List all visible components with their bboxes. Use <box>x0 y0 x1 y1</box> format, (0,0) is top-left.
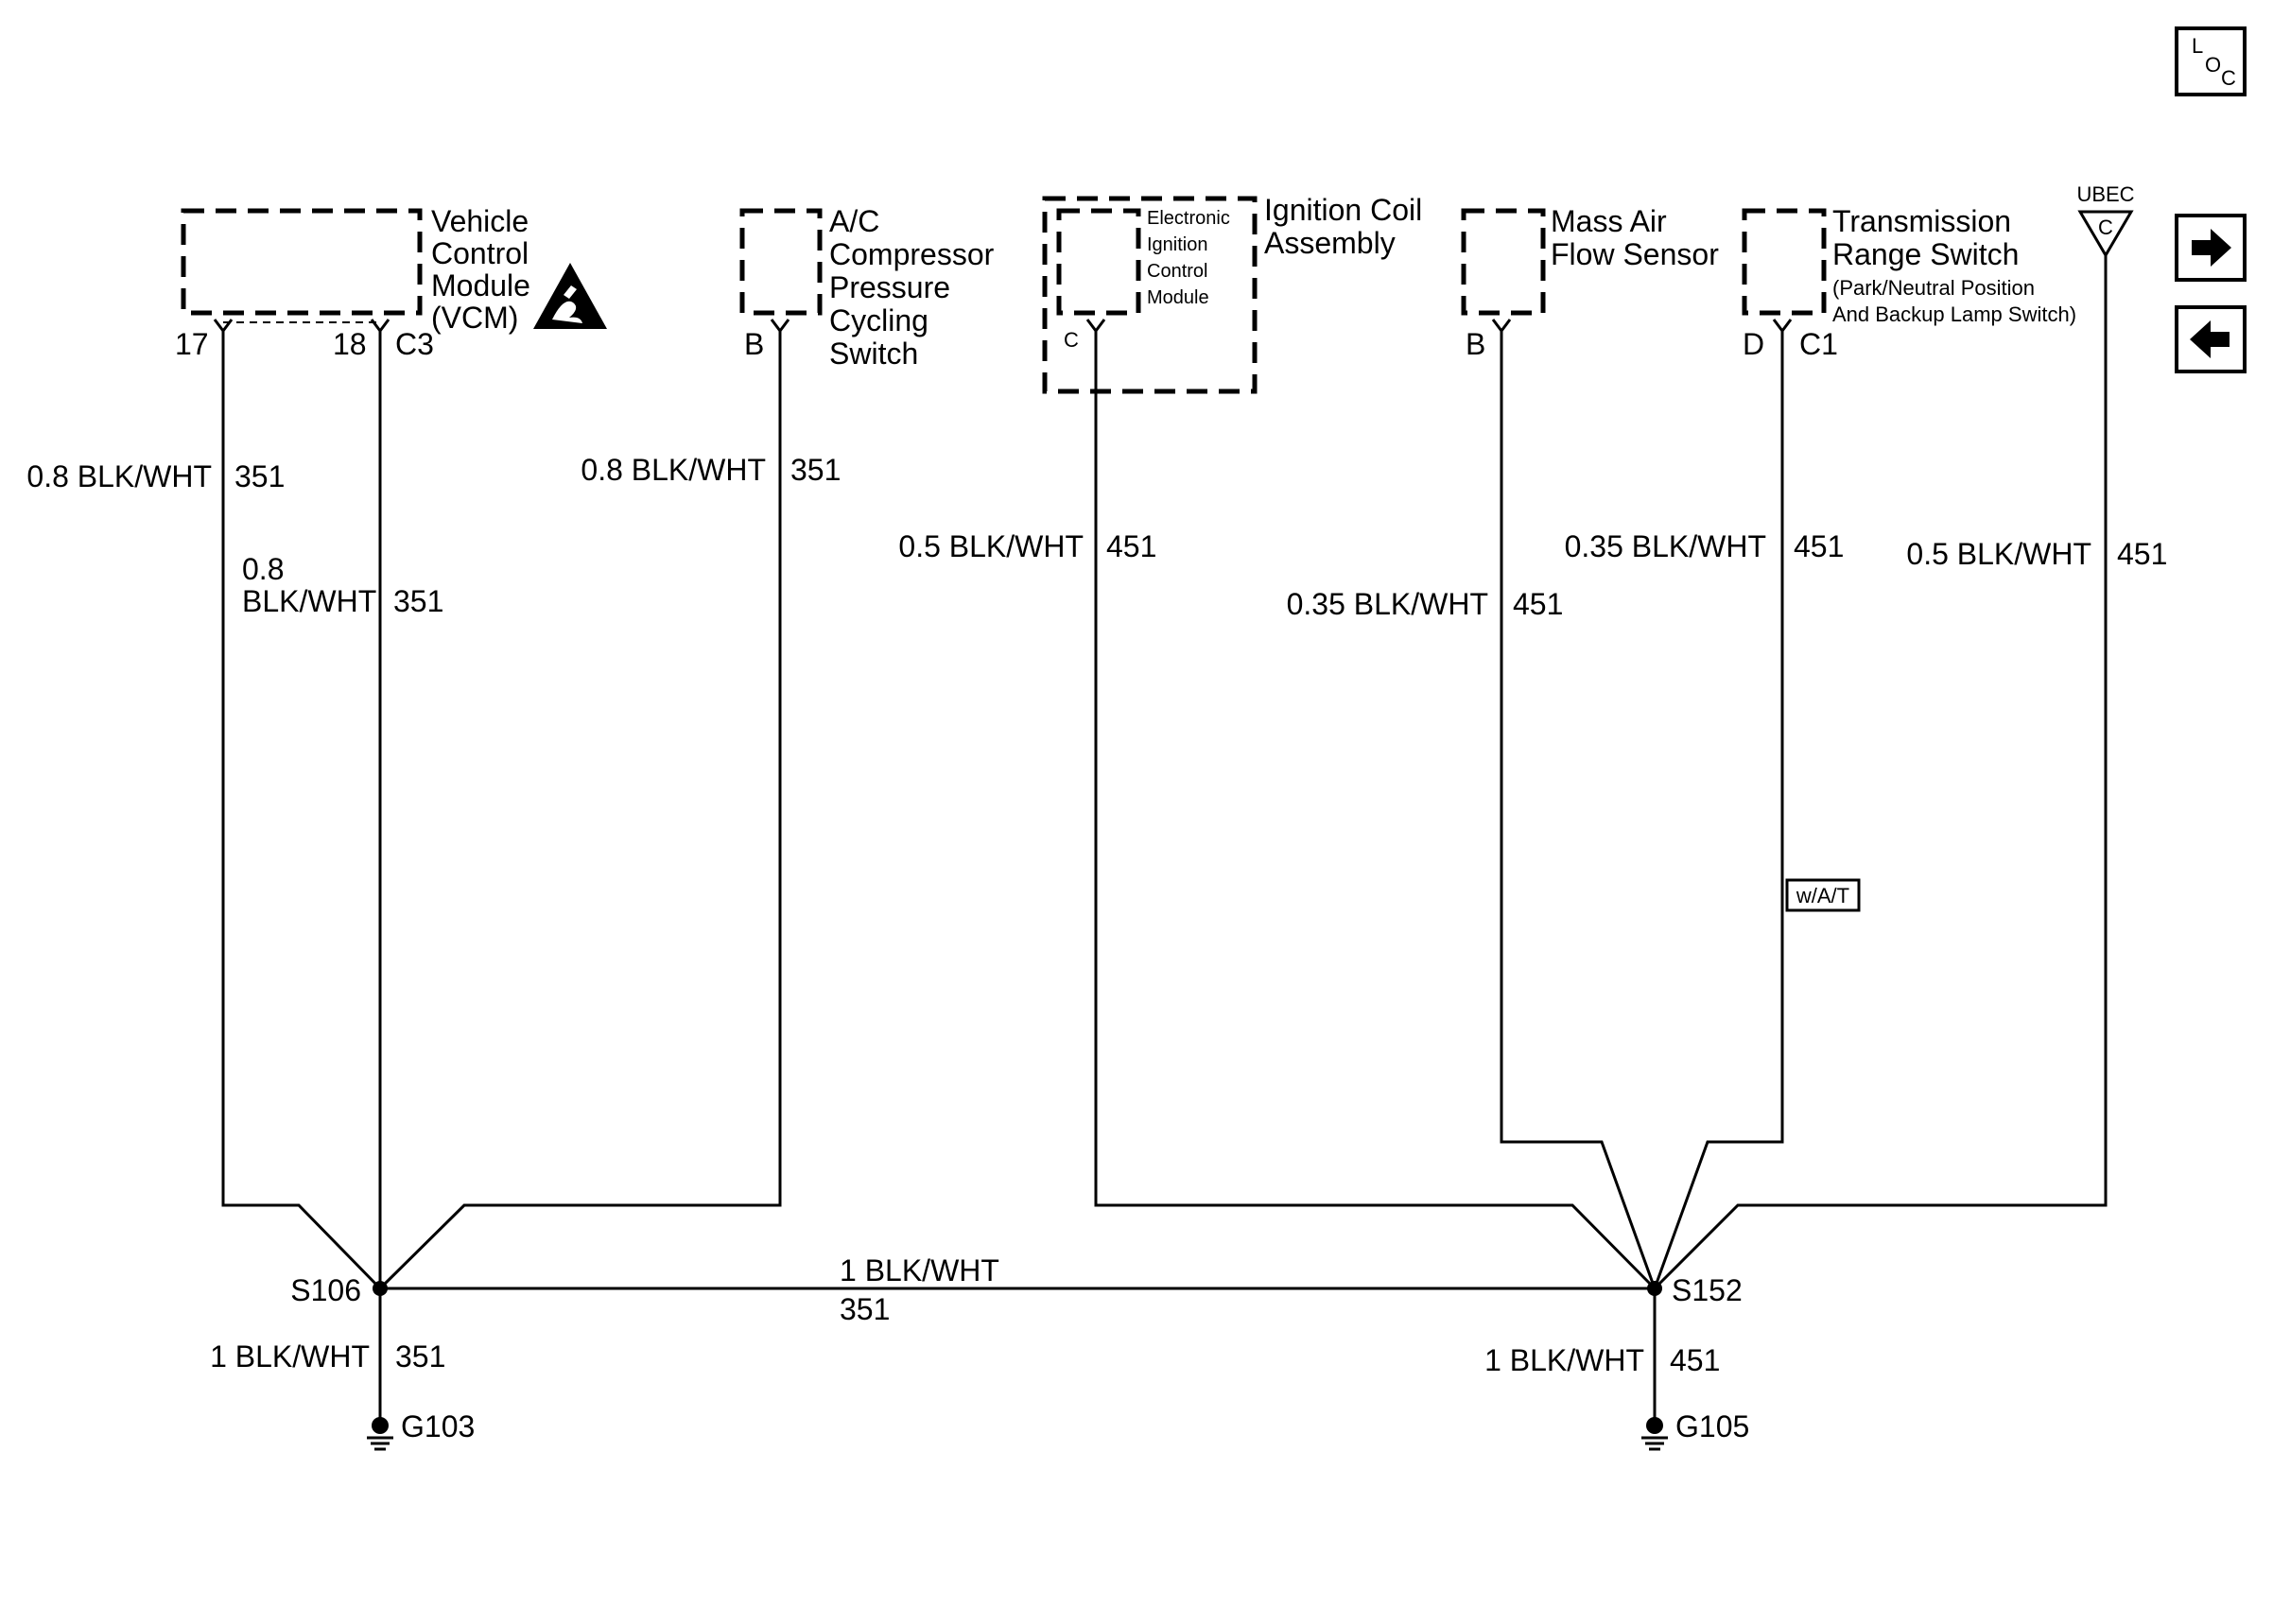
wire-maf-gauge: 0.35 BLK/WHT <box>1287 587 1488 621</box>
svg-text:L: L <box>2192 34 2203 58</box>
ac-switch-box <box>739 208 823 316</box>
svg-text:(VCM): (VCM) <box>431 301 518 335</box>
esd-warning-icon <box>533 263 607 329</box>
wire-bus-circuit: 351 <box>840 1292 890 1326</box>
wire-trs-gauge: 0.35 BLK/WHT <box>1565 529 1766 563</box>
svg-text:Range Switch: Range Switch <box>1832 237 2019 271</box>
svg-text:Cycling: Cycling <box>829 303 928 337</box>
vcm-pin-18: 18 <box>333 327 367 361</box>
svg-text:Transmission: Transmission <box>1832 204 2011 238</box>
svg-text:Module: Module <box>431 268 530 302</box>
wire-bus-gauge: 1 BLK/WHT <box>840 1253 999 1287</box>
wire-vcm18-gauge-2: BLK/WHT <box>242 584 376 618</box>
ground-g103-label: G103 <box>401 1409 475 1443</box>
wire-ac-gauge: 0.8 BLK/WHT <box>581 453 766 487</box>
maf-pin-b: B <box>1466 327 1485 361</box>
ignition-coil-box <box>1042 196 1258 394</box>
vcm-label: Vehicle Control Module (VCM) <box>431 204 530 335</box>
ignition-coil-label: Ignition Coil Assembly <box>1264 193 1422 260</box>
next-page-button[interactable] <box>2175 214 2247 282</box>
wire-ac-circuit: 351 <box>790 453 841 487</box>
wire-g105-circuit: 451 <box>1670 1343 1720 1377</box>
svg-text:Vehicle: Vehicle <box>431 204 529 238</box>
loc-button[interactable]: L O C <box>2175 26 2247 96</box>
trs-pin-d: D <box>1743 327 1764 361</box>
maf-box <box>1461 208 1546 316</box>
arrow-left-icon <box>2190 320 2230 358</box>
svg-text:(Park/Neutral Position: (Park/Neutral Position <box>1832 276 2035 300</box>
ubec-connector: UBEC C <box>2076 182 2135 258</box>
wire-vcm17-circuit: 351 <box>234 459 285 493</box>
ignition-module-box <box>1056 208 1141 316</box>
svg-text:Electronic: Electronic <box>1147 208 1230 229</box>
svg-text:C: C <box>2098 216 2113 239</box>
splice-s152-dot <box>1647 1281 1662 1296</box>
svg-text:Control: Control <box>431 236 529 270</box>
svg-text:Assembly: Assembly <box>1264 226 1396 260</box>
vcm-connector-c3: C3 <box>395 327 434 361</box>
svg-text:Flow Sensor: Flow Sensor <box>1551 237 1719 271</box>
splice-s106-dot <box>373 1281 388 1296</box>
arrow-right-icon <box>2192 229 2231 267</box>
maf-label: Mass Air Flow Sensor <box>1551 204 1719 271</box>
vcm-pin-17: 17 <box>175 327 209 361</box>
svg-text:UBEC: UBEC <box>2076 182 2134 206</box>
wire-g105-gauge: 1 BLK/WHT <box>1484 1343 1644 1377</box>
svg-text:Ignition Coil: Ignition Coil <box>1264 193 1422 227</box>
ground-g103-icon <box>367 1417 393 1451</box>
svg-text:C: C <box>2221 66 2236 90</box>
ground-g105-label: G105 <box>1675 1409 1749 1443</box>
wire-ign-gauge: 0.5 BLK/WHT <box>898 529 1084 563</box>
wire-g103-gauge: 1 BLK/WHT <box>210 1339 370 1373</box>
wire-vcm18-gauge-1: 0.8 <box>242 552 284 586</box>
splice-s152-label: S152 <box>1672 1273 1743 1307</box>
wire-ubec-gauge: 0.5 BLK/WHT <box>1906 537 2091 571</box>
svg-text:Mass Air: Mass Air <box>1551 204 1667 238</box>
splice-s106-label: S106 <box>290 1273 361 1307</box>
trs-label: Transmission Range Switch (Park/Neutral … <box>1832 204 2076 326</box>
vcm-box <box>181 208 423 316</box>
option-tag-wat: w/A/T <box>1785 878 1861 912</box>
wire-ign-circuit: 451 <box>1106 529 1156 563</box>
svg-text:Compressor: Compressor <box>829 237 995 271</box>
svg-text:Switch: Switch <box>829 337 918 371</box>
trs-box <box>1742 208 1827 316</box>
wire-g103-circuit: 351 <box>395 1339 445 1373</box>
trs-connector-c1: C1 <box>1799 327 1838 361</box>
prev-page-button[interactable] <box>2175 305 2247 373</box>
ign-pin-c: C <box>1064 328 1079 352</box>
wire-vcm17-gauge: 0.8 BLK/WHT <box>26 459 212 493</box>
ac-switch-label: A/C Compressor Pressure Cycling Switch <box>829 204 995 371</box>
wire-maf-circuit: 451 <box>1513 587 1563 621</box>
svg-text:Pressure: Pressure <box>829 270 950 304</box>
svg-text:O: O <box>2205 53 2221 77</box>
svg-text:w/A/T: w/A/T <box>1796 884 1849 907</box>
svg-text:Ignition: Ignition <box>1147 234 1208 255</box>
svg-text:Control: Control <box>1147 261 1207 282</box>
wire-trs-circuit: 451 <box>1794 529 1844 563</box>
wire-ubec-circuit: 451 <box>2117 537 2167 571</box>
svg-text:Module: Module <box>1147 287 1209 308</box>
svg-text:And Backup Lamp Switch): And Backup Lamp Switch) <box>1832 302 2076 326</box>
wires <box>221 255 2108 1422</box>
svg-text:A/C: A/C <box>829 204 879 238</box>
ground-g105-icon <box>1641 1417 1668 1451</box>
ignition-module-label: Electronic Ignition Control Module <box>1147 208 1230 308</box>
wire-vcm18-circuit: 351 <box>393 584 443 618</box>
ac-pin-b: B <box>744 327 764 361</box>
